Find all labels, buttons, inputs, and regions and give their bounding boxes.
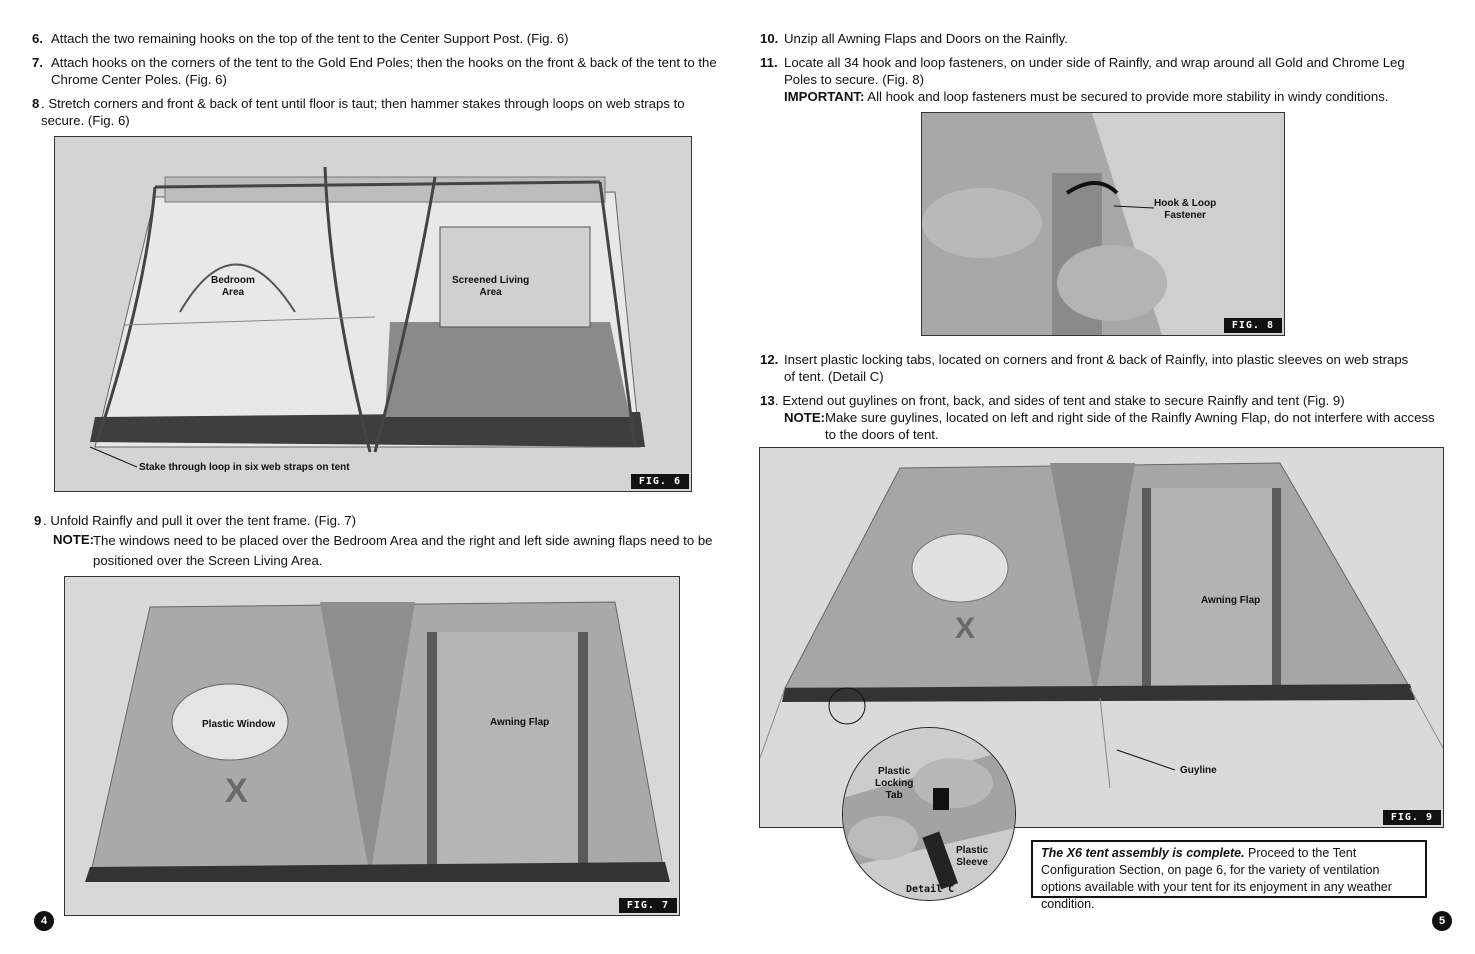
assembly-complete-text: Proceed to the Tent Configuration Sectio…: [1041, 846, 1392, 911]
plastic-locking-tab-label: Plastic Locking Tab: [875, 766, 914, 801]
step-number: 8: [32, 96, 40, 111]
step-9: 9 . Unfold Rainfly and pull it over the …: [34, 512, 714, 529]
step-7: 7. Attach hooks on the corners of the te…: [32, 54, 722, 88]
important-label: IMPORTANT:: [784, 89, 865, 104]
svg-text:X: X: [225, 772, 248, 810]
step-text: Unzip all Awning Flaps and Doors on the …: [784, 31, 1068, 46]
step-number: 12.: [760, 352, 779, 367]
rainfly-illustration: X: [65, 577, 679, 915]
locking-tab-illustration: [843, 728, 1015, 900]
step-11: 11. Locate all 34 hook and loop fastener…: [760, 54, 1440, 105]
step-10: 10. Unzip all Awning Flaps and Doors on …: [760, 30, 1440, 47]
figure-7: X Plastic Window Awning Flap FIG. 7: [64, 576, 680, 916]
note-label: NOTE:: [784, 410, 826, 425]
figure-9-tag: FIG. 9: [1382, 810, 1441, 825]
plastic-window-label: Plastic Window: [202, 719, 276, 730]
assembly-complete-lead: The X6 tent assembly is complete.: [1041, 846, 1245, 860]
svg-text:X: X: [955, 612, 975, 645]
step-number: 6.: [32, 31, 43, 46]
step-text: Attach the two remaining hooks on the to…: [51, 31, 569, 46]
figure-8-tag: FIG. 8: [1223, 318, 1282, 333]
detail-c-magnifier: Plastic Locking Tab Plastic Sleeve Detai…: [842, 727, 1016, 901]
step-number: 11.: [760, 55, 778, 70]
step-text: . Stretch corners and front & back of te…: [41, 96, 685, 128]
assembly-complete-note: The X6 tent assembly is complete. Procee…: [1031, 840, 1427, 911]
page-number-right: 5: [1432, 911, 1452, 931]
step-number: 7.: [32, 55, 43, 70]
note-text: Make sure guylines, located on left and …: [825, 410, 1435, 442]
page-number-left: 4: [34, 911, 54, 931]
step-9-note: NOTE: The windows need to be placed over…: [53, 531, 713, 571]
step-text: Locate all 34 hook and loop fasteners, o…: [784, 55, 1405, 87]
figure-7-tag: FIG. 7: [618, 898, 677, 913]
step-text: Insert plastic locking tabs, located on …: [784, 352, 1409, 384]
step-number: 9: [34, 513, 42, 528]
stake-loop-label: Stake through loop in six web straps on …: [139, 462, 350, 473]
guyline-label: Guyline: [1180, 765, 1217, 776]
plastic-sleeve-label: Plastic Sleeve: [956, 845, 989, 868]
figure-9: X Awning Flap Guyline FIG. 9: [759, 447, 1444, 828]
note-label: NOTE:: [53, 532, 95, 547]
figure-8: Hook & Loop Fastener FIG. 8: [921, 112, 1285, 336]
step-6: 6. Attach the two remaining hooks on the…: [32, 30, 722, 47]
awning-flap-label: Awning Flap: [1201, 595, 1261, 606]
important-line: IMPORTANT: All hook and loop fasteners m…: [760, 88, 1440, 105]
detail-c-label: Detail C: [906, 884, 955, 895]
note-text: The windows need to be placed over the B…: [93, 533, 713, 568]
awning-flap-label: Awning Flap: [490, 717, 550, 728]
important-text: All hook and loop fasteners must be secu…: [867, 89, 1389, 104]
step-text: . Unfold Rainfly and pull it over the te…: [43, 513, 356, 528]
bedroom-area-label: Bedroom Area: [211, 275, 255, 298]
step-number: 13: [760, 393, 775, 408]
step-text: . Extend out guylines on front, back, an…: [775, 393, 1345, 408]
step-13-note: NOTE: Make sure guylines, located on lef…: [784, 409, 1440, 443]
step-number: 10.: [760, 31, 779, 46]
step-13: 13 . Extend out guylines on front, back,…: [760, 392, 1440, 409]
step-8: 8 . Stretch corners and front & back of …: [32, 95, 722, 129]
hook-loop-fastener-label: Hook & Loop Fastener: [1154, 198, 1217, 221]
screened-living-area-label: Screened Living Area: [452, 275, 530, 298]
fastener-illustration: [922, 113, 1284, 335]
step-text: Attach hooks on the corners of the tent …: [51, 55, 717, 87]
tent-frame-illustration: [55, 137, 691, 491]
guyline-illustration: X: [760, 448, 1443, 827]
step-12: 12. Insert plastic locking tabs, located…: [760, 351, 1420, 385]
figure-6-tag: FIG. 6: [630, 474, 689, 489]
figure-6: Bedroom Area Screened Living Area Stake …: [54, 136, 692, 492]
